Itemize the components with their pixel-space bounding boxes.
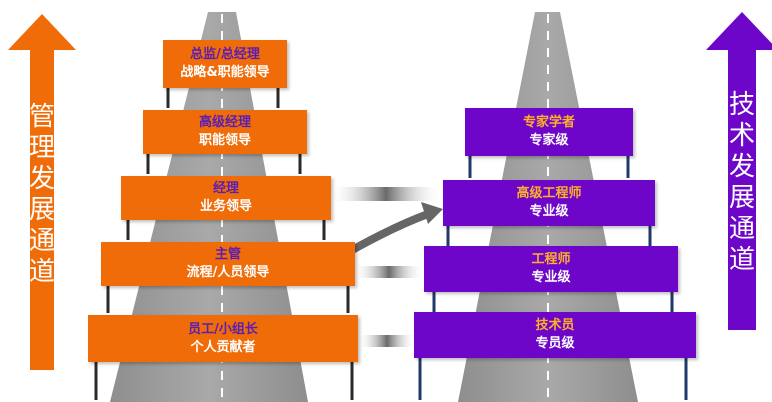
track-label-char: 理 [28,133,55,163]
mgmt-level-5-subtitle: 个人贡献者 [190,339,256,355]
tech-level-3-sign: 工程师 专业级 [424,246,678,292]
mgmt-level-2-subtitle: 职能领导 [198,133,251,148]
mgmt-level-4-subtitle: 流程/人员领导 [186,265,270,280]
mgmt-level-2-sign: 高级经理 职能领导 [143,110,307,154]
track-label-char: 道 [28,257,55,287]
management-sign-posts [94,88,354,400]
tech-level-2-sign: 高级工程师 专业级 [443,180,655,226]
track-label-char: 通 [28,226,55,256]
tech-level-3-subtitle: 专业级 [531,270,571,285]
lateral-link-supervisor-engineer [354,266,424,278]
tech-level-4-title: 技术员 [535,318,575,333]
tech-level-2-subtitle: 专业级 [529,204,569,219]
mgmt-level-3-title: 经理 [212,181,239,196]
mgmt-level-1-title: 总监/总经理 [190,47,260,62]
mgmt-level-5-title: 员工/小组长 [188,321,258,337]
technical-sign-posts [418,156,688,400]
technical-track-arrow [706,12,772,330]
mgmt-level-1-subtitle: 战略&职能领导 [180,65,270,80]
tech-level-4-subtitle: 专员级 [535,336,575,351]
tech-level-2-title: 高级工程师 [516,186,582,201]
tech-level-1-subtitle: 专家级 [529,133,569,148]
track-label-char: 技 [728,90,755,120]
tech-level-3-title: 工程师 [531,252,571,267]
tech-level-1-title: 专家学者 [522,115,575,130]
management-track-label: 管理发展通道 [27,102,57,288]
mgmt-level-1-sign: 总监/总经理 战略&职能领导 [163,40,287,88]
track-label-char: 通 [728,214,755,244]
mgmt-level-5-sign: 员工/小组长 个人贡献者 [88,315,358,362]
tech-level-4-sign: 技术员 专员级 [414,312,696,358]
track-label-char: 展 [728,183,755,213]
mgmt-level-3-subtitle: 业务领导 [199,199,252,214]
track-label-char: 术 [728,121,755,151]
track-label-char: 道 [728,245,755,275]
mgmt-level-4-sign: 主管 流程/人员领导 [101,242,355,286]
mgmt-level-2-title: 高级经理 [198,115,251,130]
track-label-char: 发 [28,164,55,194]
technical-track-label: 技术发展通道 [727,90,757,276]
lateral-link-manager-senior-engineer [330,187,442,201]
track-label-char: 展 [28,195,55,225]
cross-track-arrow-head [421,202,443,224]
track-label-char: 发 [728,152,755,182]
track-label-char: 管 [28,102,55,132]
mgmt-level-3-sign: 经理 业务领导 [121,176,331,220]
management-track-arrow [8,14,76,370]
lateral-link-staff-technician [358,335,416,347]
mgmt-level-4-title: 主管 [214,247,241,262]
tech-level-1-sign: 专家学者 专家级 [465,108,633,156]
